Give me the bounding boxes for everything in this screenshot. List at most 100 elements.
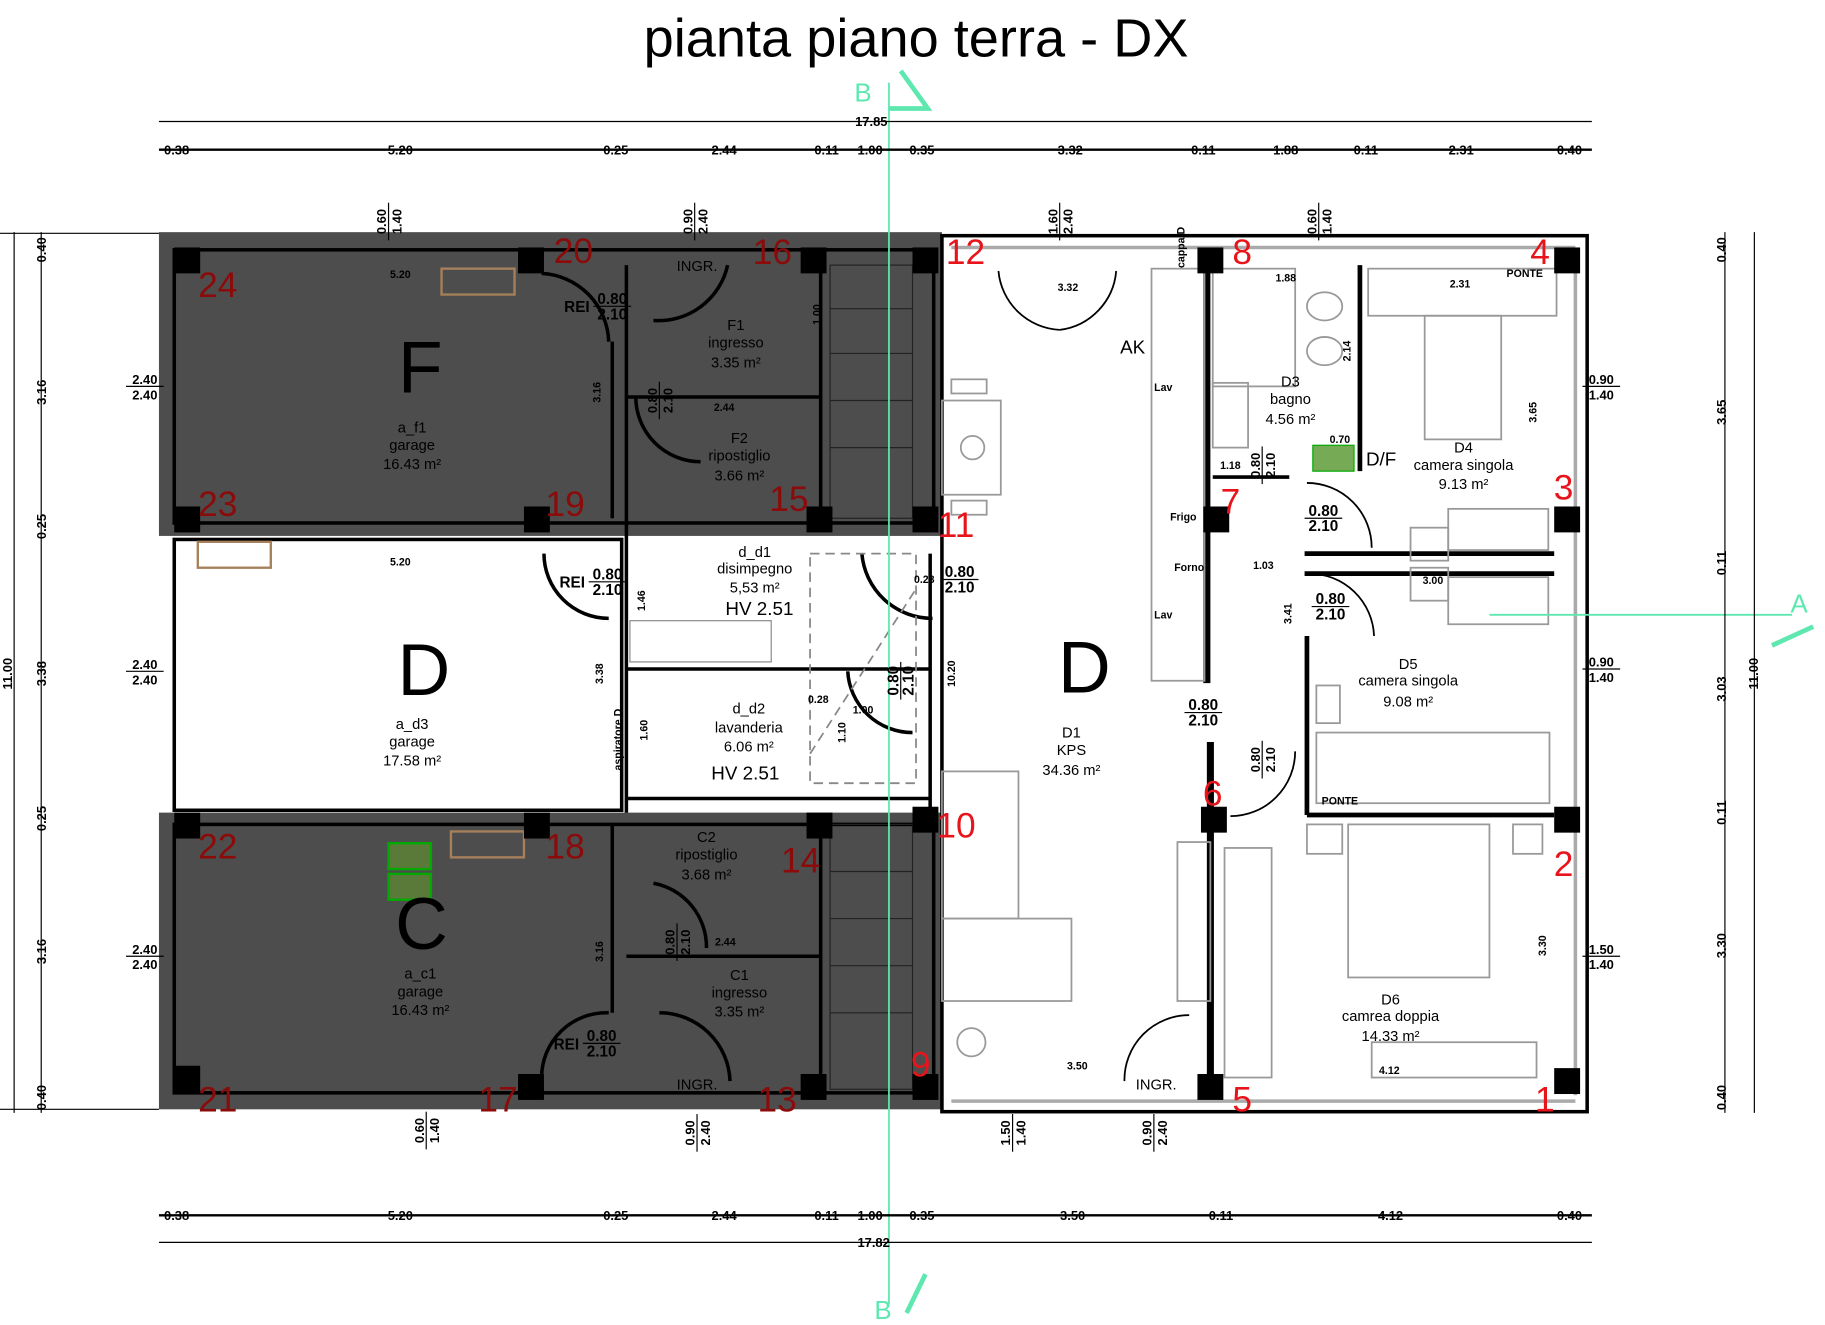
column-number: 1 <box>1535 1081 1555 1120</box>
garage-d-area <box>172 537 624 813</box>
room-letter: D <box>1058 628 1111 709</box>
structural-column <box>174 506 201 533</box>
room-name: ingresso <box>708 336 764 352</box>
dim-right-segment: 3.30 <box>1714 933 1729 958</box>
dim-top-segment: 5.20 <box>388 142 413 157</box>
column-number: 13 <box>757 1081 796 1120</box>
walls-left <box>172 248 936 1095</box>
structural-column <box>912 506 939 533</box>
structural-column <box>800 1074 827 1100</box>
dim-inner: 10.20 <box>946 660 958 687</box>
column-number: 22 <box>198 828 237 867</box>
structural-column <box>523 506 550 533</box>
room-height: HV 2.51 <box>725 598 793 619</box>
opening-top: 1.50 <box>998 1120 1013 1145</box>
dim-right-segment: 0.40 <box>1714 1085 1729 1110</box>
dim-inner: 3.30 <box>1537 935 1549 956</box>
opening-bottom: 2.40 <box>1061 209 1076 234</box>
dim-inner: 0.70 <box>1330 434 1351 446</box>
opening-top: 0.90 <box>680 209 695 234</box>
opening-top: 0.90 <box>683 1120 698 1145</box>
opening-size: 0.802.10 <box>885 661 918 700</box>
opening-bottom: 2.10 <box>1263 747 1278 772</box>
appliance-label: Frigo <box>1170 512 1197 524</box>
structural-column <box>912 806 939 833</box>
dim-bottom-segment: 0.11 <box>1209 1208 1233 1223</box>
dim-top-segment: 0.35 <box>909 142 934 157</box>
opening-bottom: 1.40 <box>390 209 405 234</box>
garage-f-area <box>158 232 942 536</box>
room-height: HV 2.51 <box>711 763 779 784</box>
opening-size: 0.901.40 <box>1582 655 1621 685</box>
opening-top: 0.80 <box>645 388 660 413</box>
dim-left-segment: 3.38 <box>34 661 49 686</box>
column-number: 21 <box>198 1081 237 1120</box>
opening-bottom: 2.10 <box>1309 518 1339 535</box>
appliance-label: Lav <box>1154 382 1172 394</box>
dim-top-segment: 1.88 <box>1273 142 1298 157</box>
opening-bottom: 2.10 <box>678 930 693 955</box>
room-name: disimpegno <box>717 562 792 578</box>
structural-column <box>1554 806 1581 833</box>
dim-right-segment: 3.03 <box>1714 676 1729 701</box>
dim-inner: 3.00 <box>1423 575 1444 587</box>
opening-bottom: 2.10 <box>587 1043 617 1060</box>
opening-size: 0.802.10 <box>1304 503 1343 535</box>
opening-size: 1.501.40 <box>1582 942 1621 972</box>
column-number: 16 <box>753 233 792 272</box>
entrance-label: INGR. <box>677 1077 718 1093</box>
opening-bottom: 2.10 <box>1316 607 1346 624</box>
room-letter: D <box>398 630 451 711</box>
opening-bottom: 1.40 <box>1589 957 1614 972</box>
dim-right-segment: 0.11 <box>1714 551 1729 575</box>
structural-column <box>1197 1074 1224 1100</box>
dim-top-segment: 0.40 <box>1557 142 1582 157</box>
room-area: 5,53 m² <box>730 580 780 596</box>
column-number: 6 <box>1203 775 1223 814</box>
dim-bottom-segment: 0.25 <box>603 1208 628 1223</box>
dim-top-segment: 2.31 <box>1449 142 1474 157</box>
dim-inner: 1.00 <box>812 304 824 325</box>
room-area: 16.43 m² <box>383 457 441 473</box>
dim-inner: 1.46 <box>636 590 648 611</box>
opening-bottom: 1.40 <box>427 1118 442 1143</box>
entrance-label: INGR. <box>1136 1077 1177 1093</box>
dim-left-segment: 0.25 <box>34 806 49 831</box>
fire-rating-label: REI <box>564 299 590 316</box>
appliance-label: Forno <box>1174 562 1205 574</box>
room-name: camera singola <box>1414 458 1515 474</box>
opening-top: 0.60 <box>374 209 389 234</box>
structural-column <box>523 812 550 839</box>
opening-top: 2.40 <box>132 657 157 672</box>
room-code: d_d2 <box>732 702 765 718</box>
room-code: D3 <box>1281 374 1300 390</box>
opening-bottom: 2.10 <box>593 582 623 599</box>
dim-inner: 1.88 <box>1275 273 1296 285</box>
structural-column <box>800 247 827 274</box>
structural-column <box>912 247 939 274</box>
room-area: 3.35 m² <box>711 356 761 372</box>
opening-top: 0.80 <box>885 666 902 696</box>
column-number: 18 <box>546 828 585 867</box>
opening-top: 2.40 <box>132 372 157 387</box>
column-number: 14 <box>781 842 820 881</box>
opening-top: 1.60 <box>1045 209 1060 234</box>
plan-title: pianta piano terra - DX <box>644 9 1189 69</box>
structural-column <box>518 1074 544 1100</box>
opening-bottom: 2.10 <box>1263 453 1278 478</box>
room-area: 6.06 m² <box>724 739 774 755</box>
structural-column <box>806 812 833 839</box>
dim-top-segment: 3.32 <box>1058 142 1083 157</box>
column-number: 2 <box>1554 845 1574 884</box>
opening-top: 0.80 <box>1309 503 1339 520</box>
walls-right <box>940 233 1589 1114</box>
opening-bottom: 2.10 <box>597 306 627 323</box>
